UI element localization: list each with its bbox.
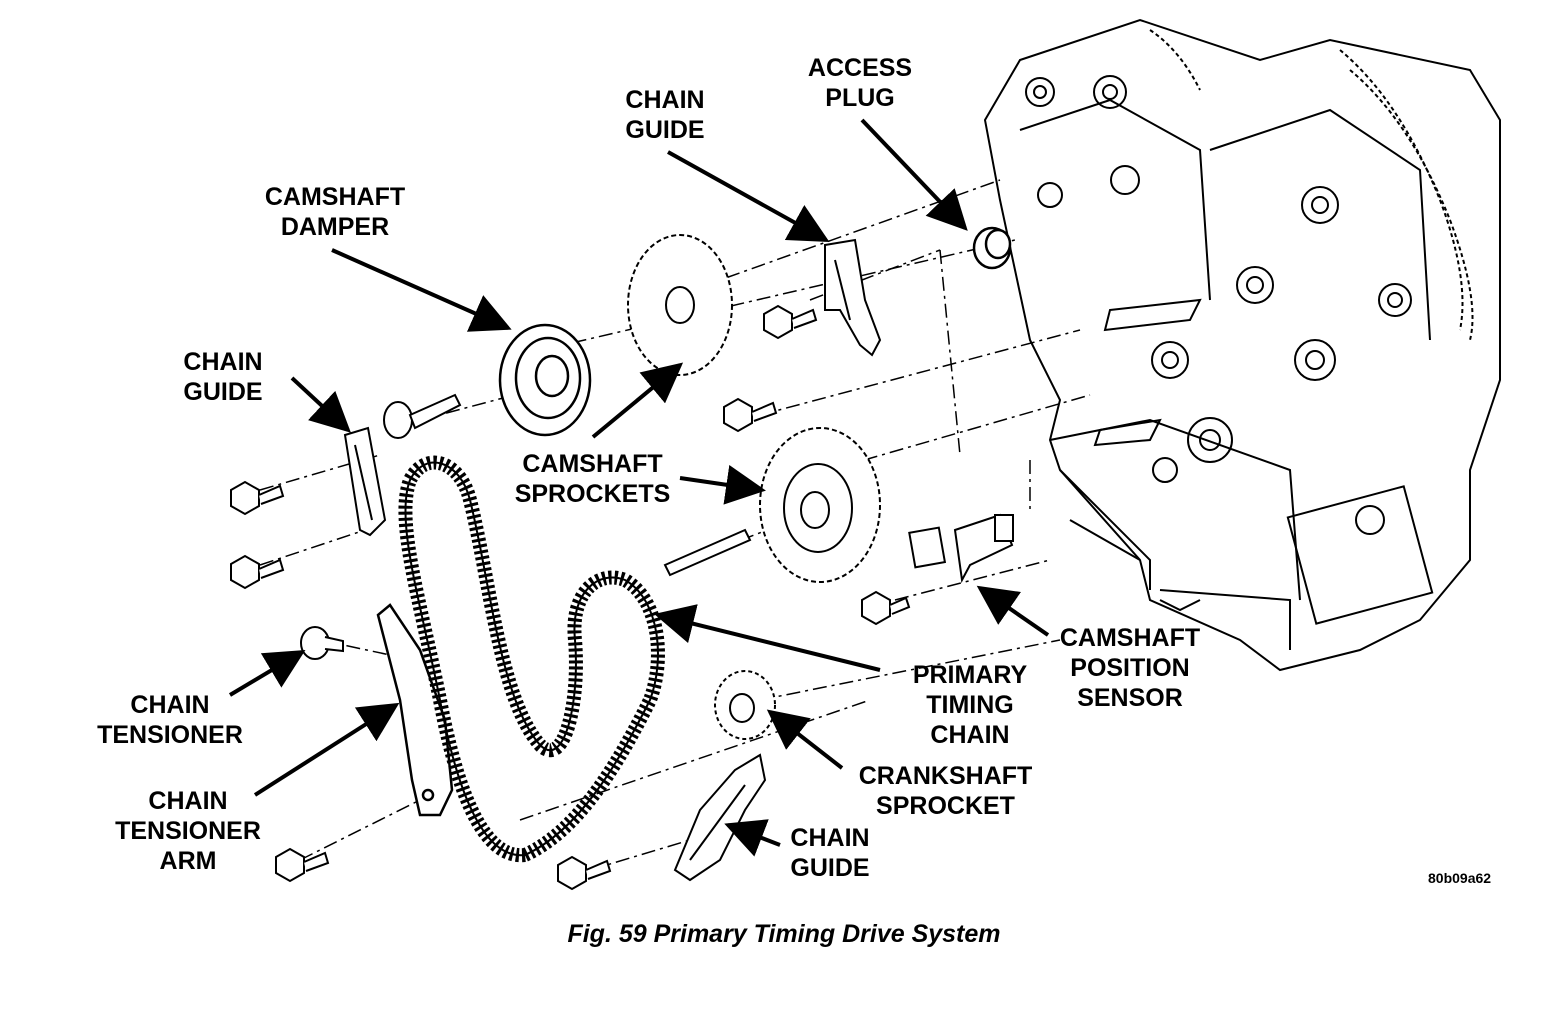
crankshaft-sprocket-part <box>714 670 776 740</box>
hex-bolts <box>230 304 911 891</box>
sprocket-bolt <box>663 528 752 577</box>
camshaft-sprocket-lower <box>759 427 881 583</box>
chain-guide-bottom-part <box>673 753 767 882</box>
figure-caption: Fig. 59 Primary Timing Drive System <box>567 920 1001 948</box>
access-plug-part <box>972 226 1012 270</box>
damper-bolt <box>383 393 462 439</box>
camshaft-damper-part <box>498 323 592 437</box>
camshaft-position-sensor-part <box>908 513 1014 584</box>
figure-code: 80b09a62 <box>1428 870 1492 886</box>
camshaft-sprocket-upper <box>627 234 733 376</box>
chain-guide-top-part <box>824 238 882 357</box>
chain-guide-left-part <box>343 426 387 537</box>
chain-tensioner-arm-part <box>376 603 454 817</box>
leader-arrows <box>228 118 1050 857</box>
primary-timing-chain-part <box>398 455 665 863</box>
engine-block <box>983 18 1501 672</box>
